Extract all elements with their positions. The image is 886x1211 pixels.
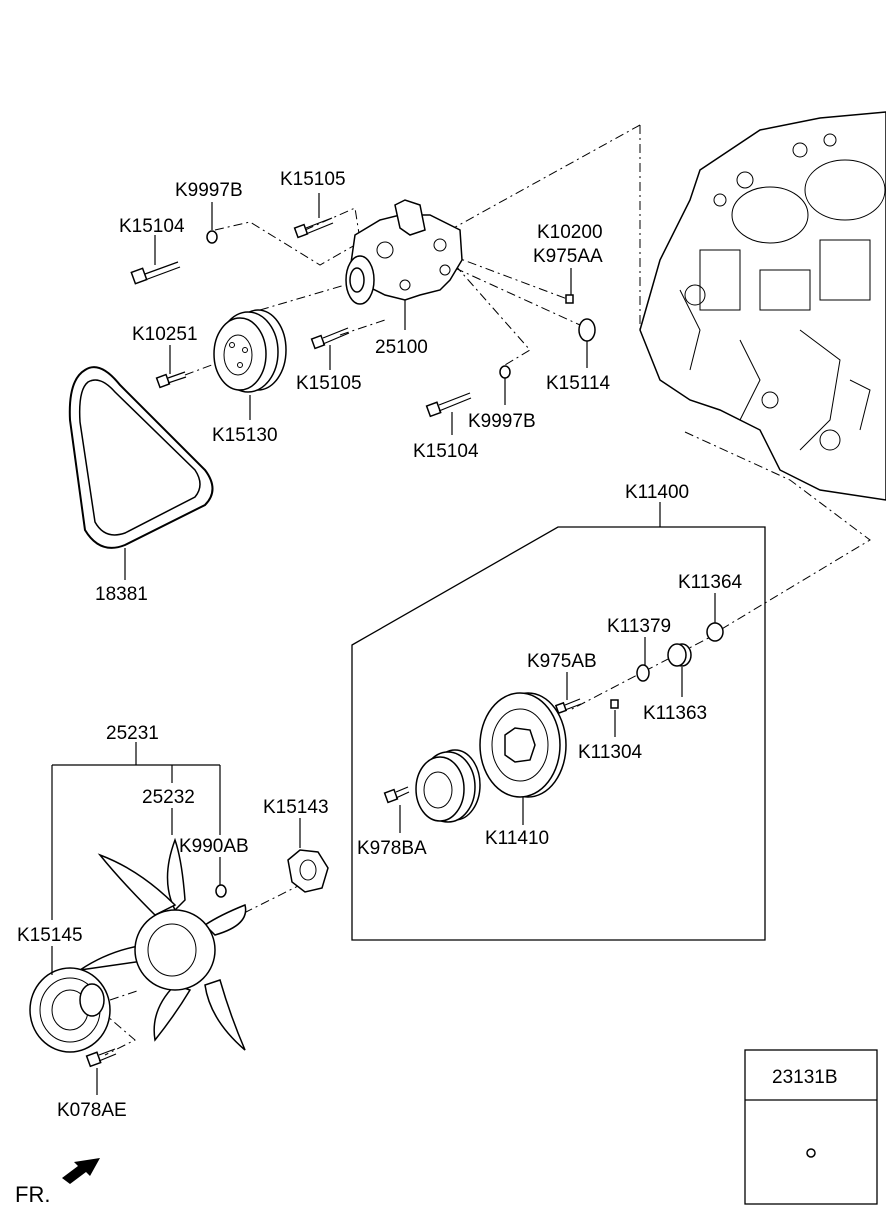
guide-line (304, 207, 361, 241)
bolt-k078ae (85, 1048, 117, 1068)
label-k15105-mid: K15105 (296, 373, 362, 394)
label-k975ab: K975AB (527, 651, 597, 672)
guide-line (214, 221, 356, 266)
guide-line (109, 989, 141, 1001)
bolt-k10251 (155, 371, 187, 389)
front-arrow-icon (62, 1158, 100, 1184)
label-k11379: K11379 (607, 616, 671, 637)
fan-spacer-k15143 (287, 849, 329, 893)
engine-block (639, 111, 886, 501)
inset-box-23131b: 23131B (744, 1049, 878, 1205)
nut-k990ab (215, 884, 227, 898)
label-k15145: K15145 (17, 925, 83, 946)
label-k078ae: K078AE (57, 1100, 127, 1121)
label-k15105-top: K15105 (280, 169, 346, 190)
bolt-k15104-mid (425, 392, 472, 418)
guide-line (684, 431, 871, 631)
water-pump (345, 199, 463, 305)
bolt-k15104-top (130, 261, 181, 285)
damper-pulley (479, 692, 567, 798)
cooling-fan (79, 837, 247, 1051)
assembly-box-k11400 (351, 526, 766, 941)
crank-pulley (415, 749, 481, 823)
label-fr: FR. (15, 1182, 50, 1207)
label-k15130: K15130 (212, 425, 278, 446)
seal-k11363 (667, 643, 692, 667)
label-k11363: K11363 (643, 703, 707, 724)
ring-k11379 (636, 664, 650, 682)
label-k10251: K10251 (132, 324, 198, 345)
plug-k10200 (565, 294, 574, 304)
label-k9997b-mid: K9997B (468, 411, 536, 432)
guide-line (449, 124, 641, 231)
front-direction-indicator: FR. (15, 1158, 100, 1207)
label-k15104-mid: K15104 (413, 441, 479, 462)
bolt-k15105-top (293, 217, 334, 239)
guide-line (339, 319, 386, 336)
label-k11304: K11304 (578, 742, 643, 763)
label-k15143: K15143 (263, 797, 329, 818)
label-k990ab: K990AB (179, 836, 249, 857)
water-pump-pulley (213, 309, 287, 393)
guide-line (454, 267, 581, 326)
label-25231: 25231 (106, 723, 159, 744)
v-belt (68, 366, 214, 549)
guide-line (259, 284, 346, 311)
oring-k15114 (578, 318, 596, 342)
label-23131b: 23131B (772, 1067, 838, 1088)
guide-line (184, 359, 226, 376)
label-k15104-top: K15104 (119, 216, 185, 237)
fan-clutch (29, 967, 111, 1053)
washer-k9997b-mid (499, 365, 511, 379)
pin-k11304 (610, 699, 619, 709)
washer-k9997b-top (206, 230, 218, 244)
bolt-k15105-mid (310, 327, 350, 350)
label-k10200: K10200 (537, 222, 603, 243)
bolt-k975ab (554, 698, 582, 715)
guide-line (449, 254, 571, 301)
label-k11364: K11364 (678, 572, 743, 593)
ring-k11364 (706, 622, 724, 642)
label-k11400: K11400 (625, 482, 689, 503)
guide-line (99, 1009, 136, 1056)
bolt-k978ba (383, 786, 410, 804)
label-18381: 18381 (95, 584, 148, 605)
label-k978ba: K978BA (357, 838, 427, 859)
label-25232: 25232 (142, 787, 195, 808)
label-25100: 25100 (375, 337, 428, 358)
label-k11410: K11410 (485, 828, 549, 849)
label-k15114: K15114 (546, 373, 611, 394)
guide-line (454, 264, 531, 366)
label-k975aa: K975AA (533, 246, 603, 267)
label-k9997b-top: K9997B (175, 180, 243, 201)
nut-23131b (806, 1148, 816, 1158)
leader-lines (51, 193, 716, 1095)
